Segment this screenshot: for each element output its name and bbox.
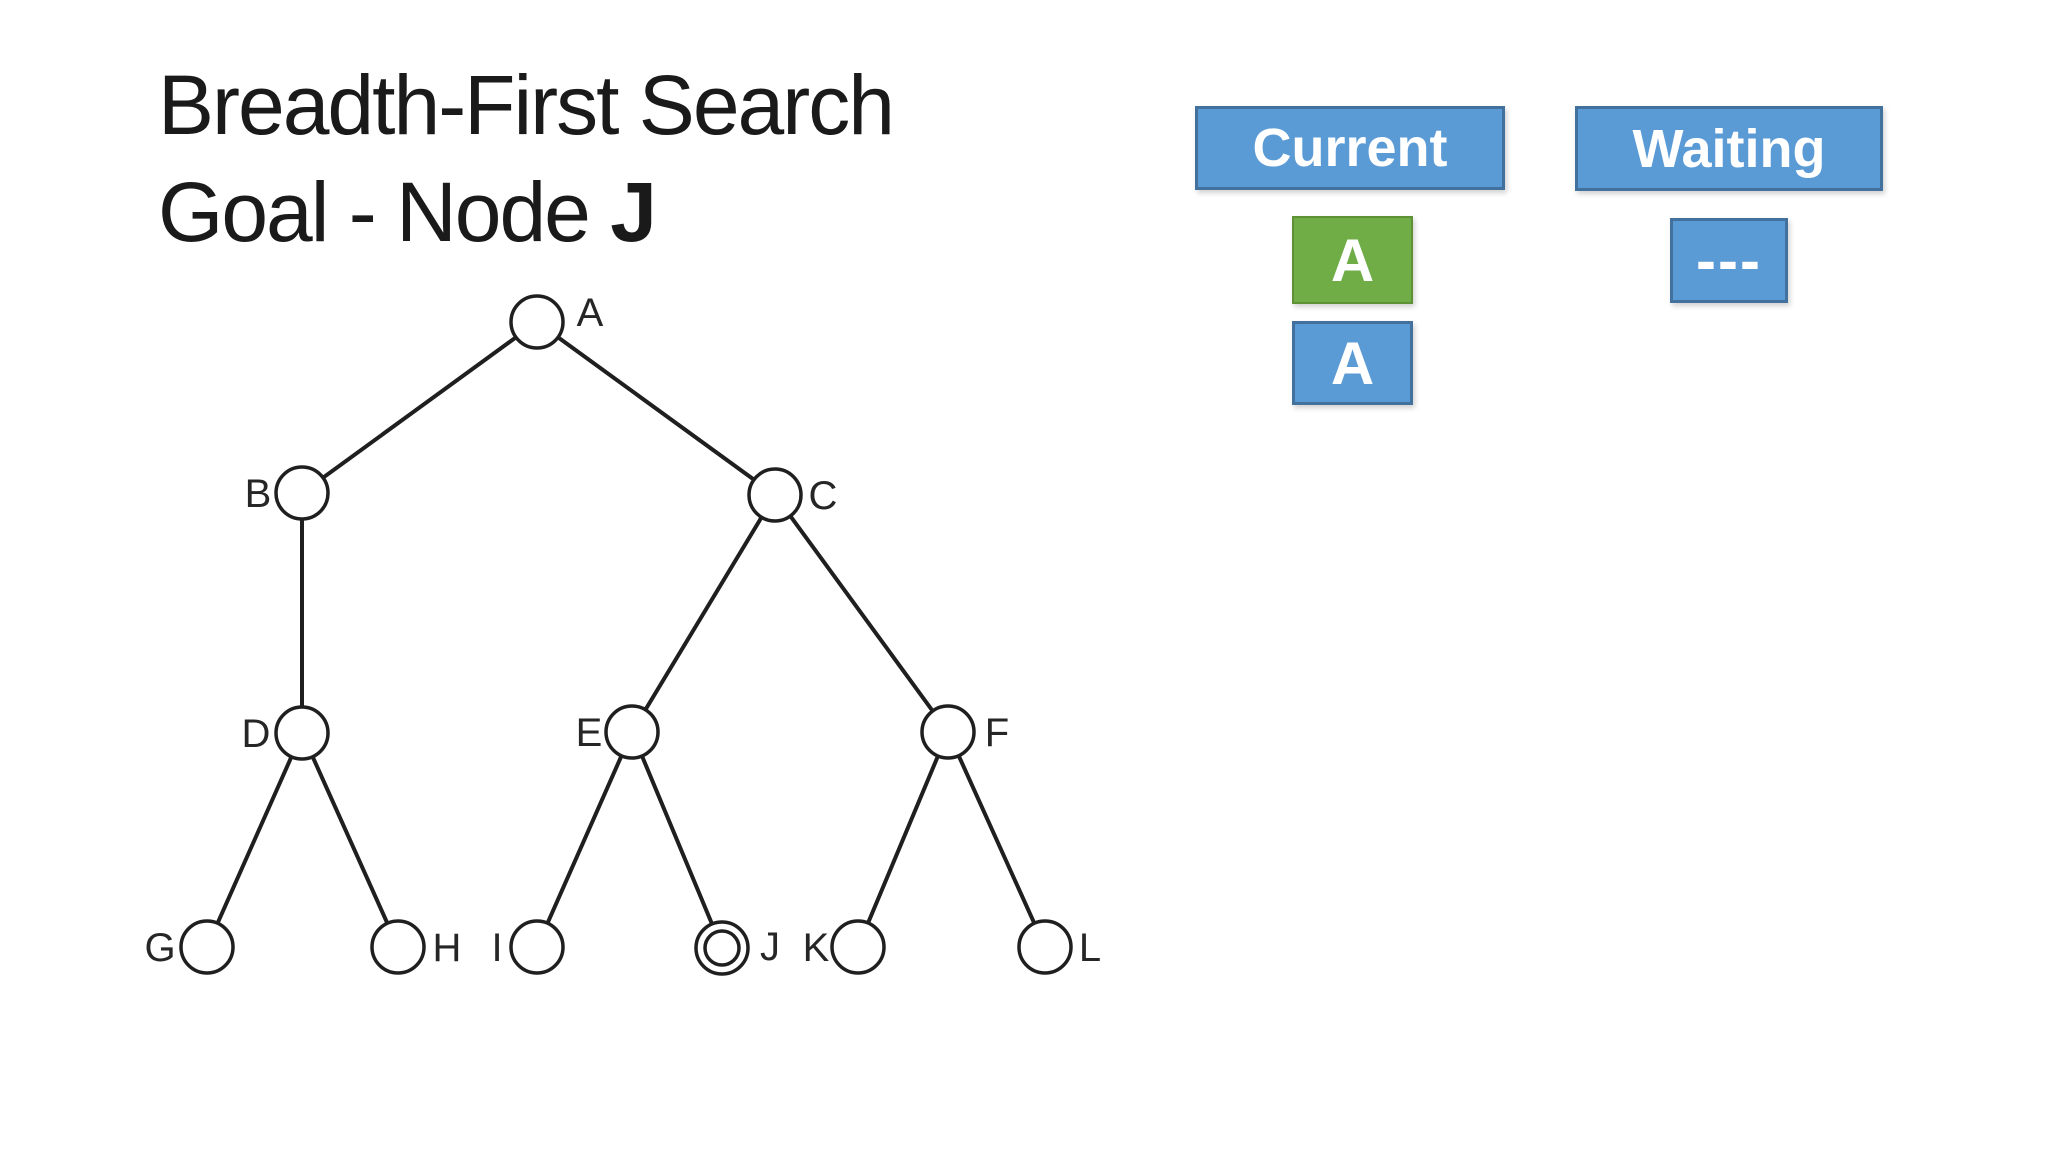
waiting-column-header: Waiting <box>1575 106 1883 191</box>
waiting-empty-box: --- <box>1670 218 1788 303</box>
tree-node-label-h: H <box>433 926 462 970</box>
tree-node-label-i: I <box>491 926 502 970</box>
tree-edge-c-e <box>630 493 777 734</box>
tree-edge-f-k <box>856 730 950 949</box>
tree-node-b <box>274 465 330 521</box>
title-line-2: Goal - Node J <box>158 159 893 266</box>
tree-node-label-e: E <box>576 711 603 755</box>
tree-node-label-a: A <box>577 291 604 335</box>
tree-edge-e-j <box>630 730 724 950</box>
tree-node-label-c: C <box>809 474 838 518</box>
title-line-1: Breadth-First Search <box>158 58 895 152</box>
tree-edge-e-i <box>535 730 634 949</box>
title-goal-prefix: Goal - Node <box>158 165 611 259</box>
tree-node-a <box>509 294 565 350</box>
tree-node-label-k: K <box>803 926 830 970</box>
tree-edge-d-h <box>300 731 400 949</box>
title-goal-node: J <box>610 165 657 259</box>
page-title: Breadth-First Search Goal - Node J <box>158 52 895 266</box>
current-queue-item-box: A <box>1292 321 1413 405</box>
tree-edge-a-b <box>300 320 539 495</box>
tree-node-label-g: G <box>144 926 175 970</box>
tree-node-j-goal-ring <box>703 929 741 967</box>
tree-edge-d-g <box>205 731 304 949</box>
tree-edge-a-c <box>535 320 777 497</box>
tree-node-g <box>179 919 235 975</box>
tree-node-l <box>1017 919 1073 975</box>
tree-edge-c-f <box>773 493 950 734</box>
current-node-box: A <box>1292 216 1413 304</box>
tree-node-d <box>274 705 330 761</box>
tree-node-label-d: D <box>242 712 271 756</box>
tree-node-label-f: F <box>985 711 1009 755</box>
tree-node-label-l: L <box>1079 926 1101 970</box>
tree-edge-f-l <box>946 730 1047 949</box>
current-column-header: Current <box>1195 106 1505 190</box>
tree-node-c <box>747 467 803 523</box>
tree-node-label-j: J <box>760 925 780 969</box>
tree-node-h <box>370 919 426 975</box>
tree-node-label-b: B <box>245 472 272 516</box>
tree-node-e <box>604 704 660 760</box>
tree-node-f <box>920 704 976 760</box>
tree-node-k <box>830 919 886 975</box>
tree-node-i <box>509 919 565 975</box>
